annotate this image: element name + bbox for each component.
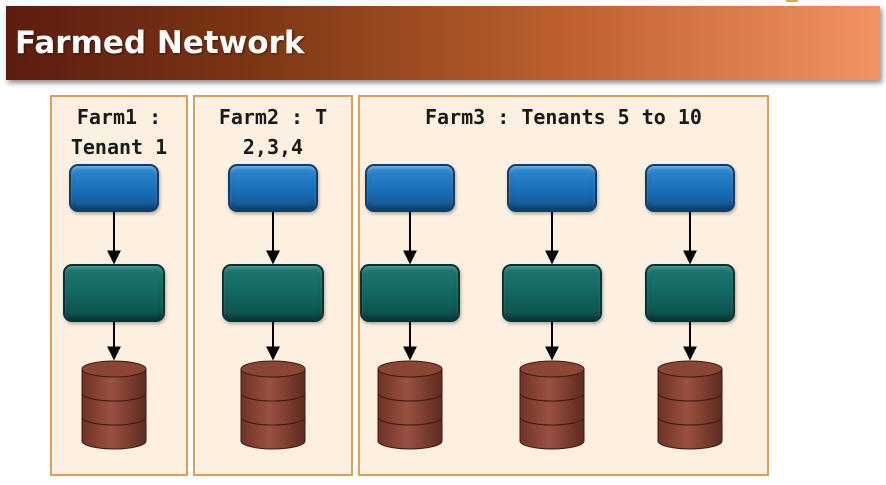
title-banner: Farmed Network	[6, 6, 880, 80]
app-server-5	[645, 264, 735, 322]
database-3	[377, 360, 443, 450]
database-1	[81, 360, 147, 450]
web-server-3	[365, 164, 455, 212]
database-4	[519, 360, 585, 450]
slide-title: Farmed Network	[15, 25, 305, 61]
web-server-4	[507, 164, 597, 212]
web-server-1	[69, 164, 159, 212]
farm-2-label: Farm2 : T 2,3,4	[218, 105, 328, 159]
corner-mark	[786, 0, 798, 2]
app-server-1	[63, 264, 165, 322]
web-server-2	[228, 164, 318, 212]
app-server-4	[502, 264, 602, 322]
database-2	[240, 360, 306, 450]
web-server-5	[645, 164, 735, 212]
farm-3-label: Farm3 : Tenants 5 to 10	[425, 105, 702, 129]
app-server-3	[360, 264, 460, 322]
app-server-2	[222, 264, 324, 322]
farm-1-label: Farm1 : Tenant 1	[70, 105, 168, 159]
database-5	[657, 360, 723, 450]
